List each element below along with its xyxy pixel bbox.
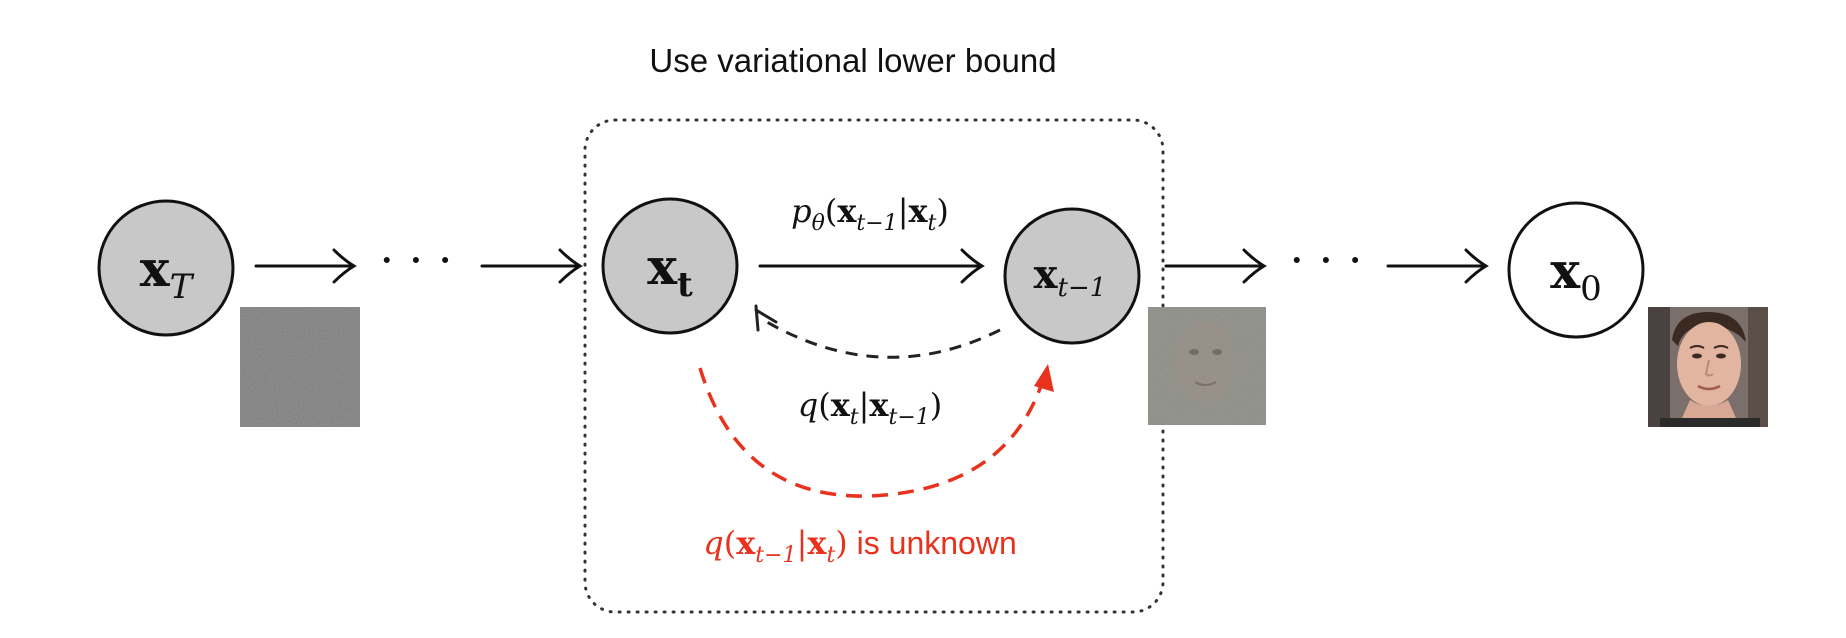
arrow-xt1-to-dots [1166, 250, 1264, 282]
partially-denoised-face-image [1148, 307, 1266, 425]
node-xT: xT [99, 201, 233, 335]
node-xt-minus-1: xt−1 [1005, 209, 1139, 343]
node-xT-sub: T [170, 267, 195, 307]
node-xt: xt [603, 199, 737, 333]
ellipsis-left: · · · [379, 233, 452, 287]
arrow-forward-process [756, 306, 1000, 357]
label-reverse-process: pθ(xt−1|xt) [791, 192, 949, 236]
arrow-xT-to-dots [256, 250, 354, 282]
label-forward-process: q(xt|xt−1) [798, 386, 943, 430]
arrow-dots-to-x0 [1388, 250, 1486, 282]
label-unknown-posterior: q(xt−1|xt) is unknown [703, 524, 1017, 568]
node-x0-sub: 0 [1580, 269, 1602, 309]
arrow-reverse-process [760, 250, 982, 282]
arrow-unknown-posterior [700, 364, 1054, 496]
node-xt1-base: x [1034, 251, 1059, 298]
node-x0-base: x [1550, 241, 1581, 300]
node-xT-base: x [140, 239, 171, 298]
noise-image [240, 307, 360, 427]
diagram-title: Use variational lower bound [649, 42, 1056, 79]
node-xt1-sub: t−1 [1058, 273, 1107, 303]
node-xt-sub: t [677, 265, 693, 305]
node-xt-base: x [647, 237, 678, 296]
ellipsis-right: · · · [1289, 233, 1362, 287]
clean-face-image [1648, 307, 1768, 427]
node-x0: x0 [1509, 203, 1643, 337]
arrow-dots-to-xt [482, 250, 580, 282]
